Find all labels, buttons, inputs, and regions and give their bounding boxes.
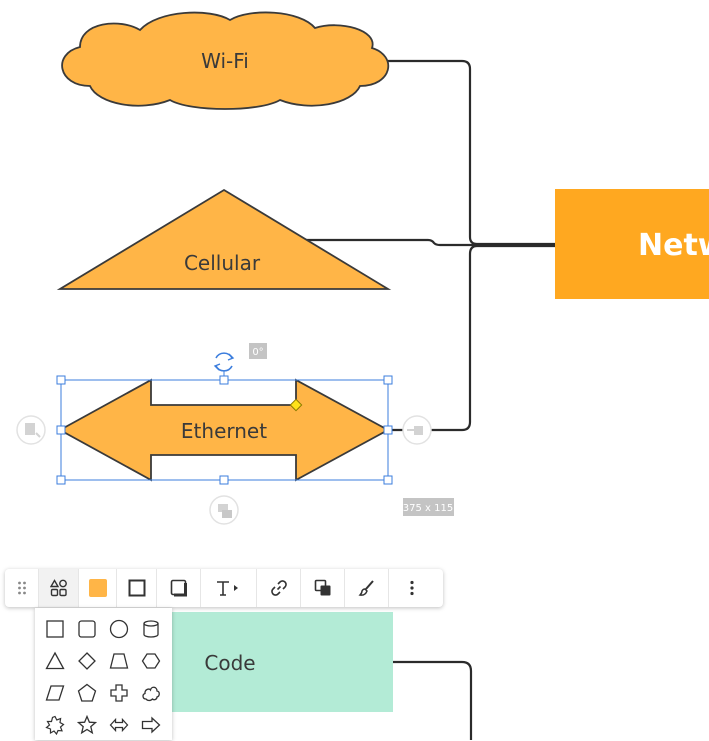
- shape-arrow-icon[interactable]: [135, 709, 167, 741]
- rotation-hint-badge: [249, 343, 267, 359]
- border-style-icon[interactable]: [117, 569, 157, 607]
- quick-connect-right[interactable]: [402, 415, 432, 445]
- wifi-cloud-shape[interactable]: Wi-Fi: [61, 11, 390, 110]
- resize-handle-n[interactable]: [219, 375, 229, 385]
- shape-parallelogram-icon[interactable]: [39, 677, 71, 709]
- shape-toolbar: [5, 569, 443, 607]
- arrange-icon[interactable]: [301, 569, 345, 607]
- connector-cellular-network[interactable]: [306, 238, 555, 247]
- resize-handle-ne[interactable]: [383, 375, 393, 385]
- ethernet-label: Ethernet: [181, 419, 267, 443]
- shape-double-arrow-icon[interactable]: [103, 709, 135, 741]
- shape-rounded-square-icon[interactable]: [71, 613, 103, 645]
- shape-picker-icon[interactable]: [39, 569, 79, 607]
- rotate-icon[interactable]: [213, 352, 235, 372]
- network-label: Netw: [638, 228, 709, 263]
- cellular-triangle-path: [56, 188, 392, 290]
- shape-adjust-handle[interactable]: [289, 398, 303, 412]
- shape-cross-icon[interactable]: [103, 677, 135, 709]
- drag-handle-icon[interactable]: [5, 569, 39, 607]
- quick-connect-left[interactable]: [16, 415, 46, 445]
- network-box-shape[interactable]: Netw: [555, 189, 709, 299]
- wifi-cloud-path: [61, 11, 390, 110]
- cellular-label: Cellular: [184, 251, 261, 275]
- cellular-triangle-shape[interactable]: Cellular: [56, 188, 392, 290]
- shape-trapezoid-icon[interactable]: [103, 645, 135, 677]
- more-options-icon[interactable]: [389, 569, 435, 607]
- resize-handle-e[interactable]: [383, 425, 393, 435]
- wifi-label: Wi-Fi: [201, 49, 249, 73]
- resize-handle-w[interactable]: [56, 425, 66, 435]
- shape-square-icon[interactable]: [39, 613, 71, 645]
- size-hint-badge: [403, 498, 454, 516]
- connector-wifi-network[interactable]: [388, 59, 555, 246]
- resize-handle-sw[interactable]: [56, 475, 66, 485]
- resize-handle-se[interactable]: [383, 475, 393, 485]
- shape-picker-panel: [35, 608, 172, 740]
- size-hint-text: 375 x 115: [403, 503, 453, 514]
- shape-hexagon-icon[interactable]: [135, 645, 167, 677]
- network-box-rect: [555, 189, 709, 299]
- resize-handle-s[interactable]: [219, 475, 229, 485]
- shape-cylinder-icon[interactable]: [135, 613, 167, 645]
- code-box-rect: [172, 612, 393, 712]
- shape-cloud-icon[interactable]: [135, 677, 167, 709]
- shape-starburst-icon[interactable]: [39, 709, 71, 741]
- shape-circle-icon[interactable]: [103, 613, 135, 645]
- shape-diamond-icon[interactable]: [71, 645, 103, 677]
- selection-overlay: 0° 375 x 115: [56, 343, 454, 516]
- text-format-icon[interactable]: [201, 569, 257, 607]
- shadow-icon[interactable]: [157, 569, 201, 607]
- connector-ethernet-network[interactable]: [388, 244, 555, 432]
- link-icon[interactable]: [257, 569, 301, 607]
- rotation-hint-text: 0°: [252, 347, 263, 358]
- resize-handle-nw[interactable]: [56, 375, 66, 385]
- code-box-shape[interactable]: Code: [172, 612, 393, 712]
- shape-star-icon[interactable]: [71, 709, 103, 741]
- format-painter-icon[interactable]: [345, 569, 389, 607]
- code-label: Code: [204, 651, 255, 675]
- fill-color-swatch: [88, 579, 107, 597]
- shape-pentagon-icon[interactable]: [71, 677, 103, 709]
- shape-triangle-icon[interactable]: [39, 645, 71, 677]
- connector-code[interactable]: [393, 660, 473, 740]
- ethernet-double-arrow-shape[interactable]: Ethernet: [58, 378, 390, 482]
- quick-connect-bottom[interactable]: [209, 495, 239, 525]
- fill-color-button[interactable]: [79, 569, 117, 607]
